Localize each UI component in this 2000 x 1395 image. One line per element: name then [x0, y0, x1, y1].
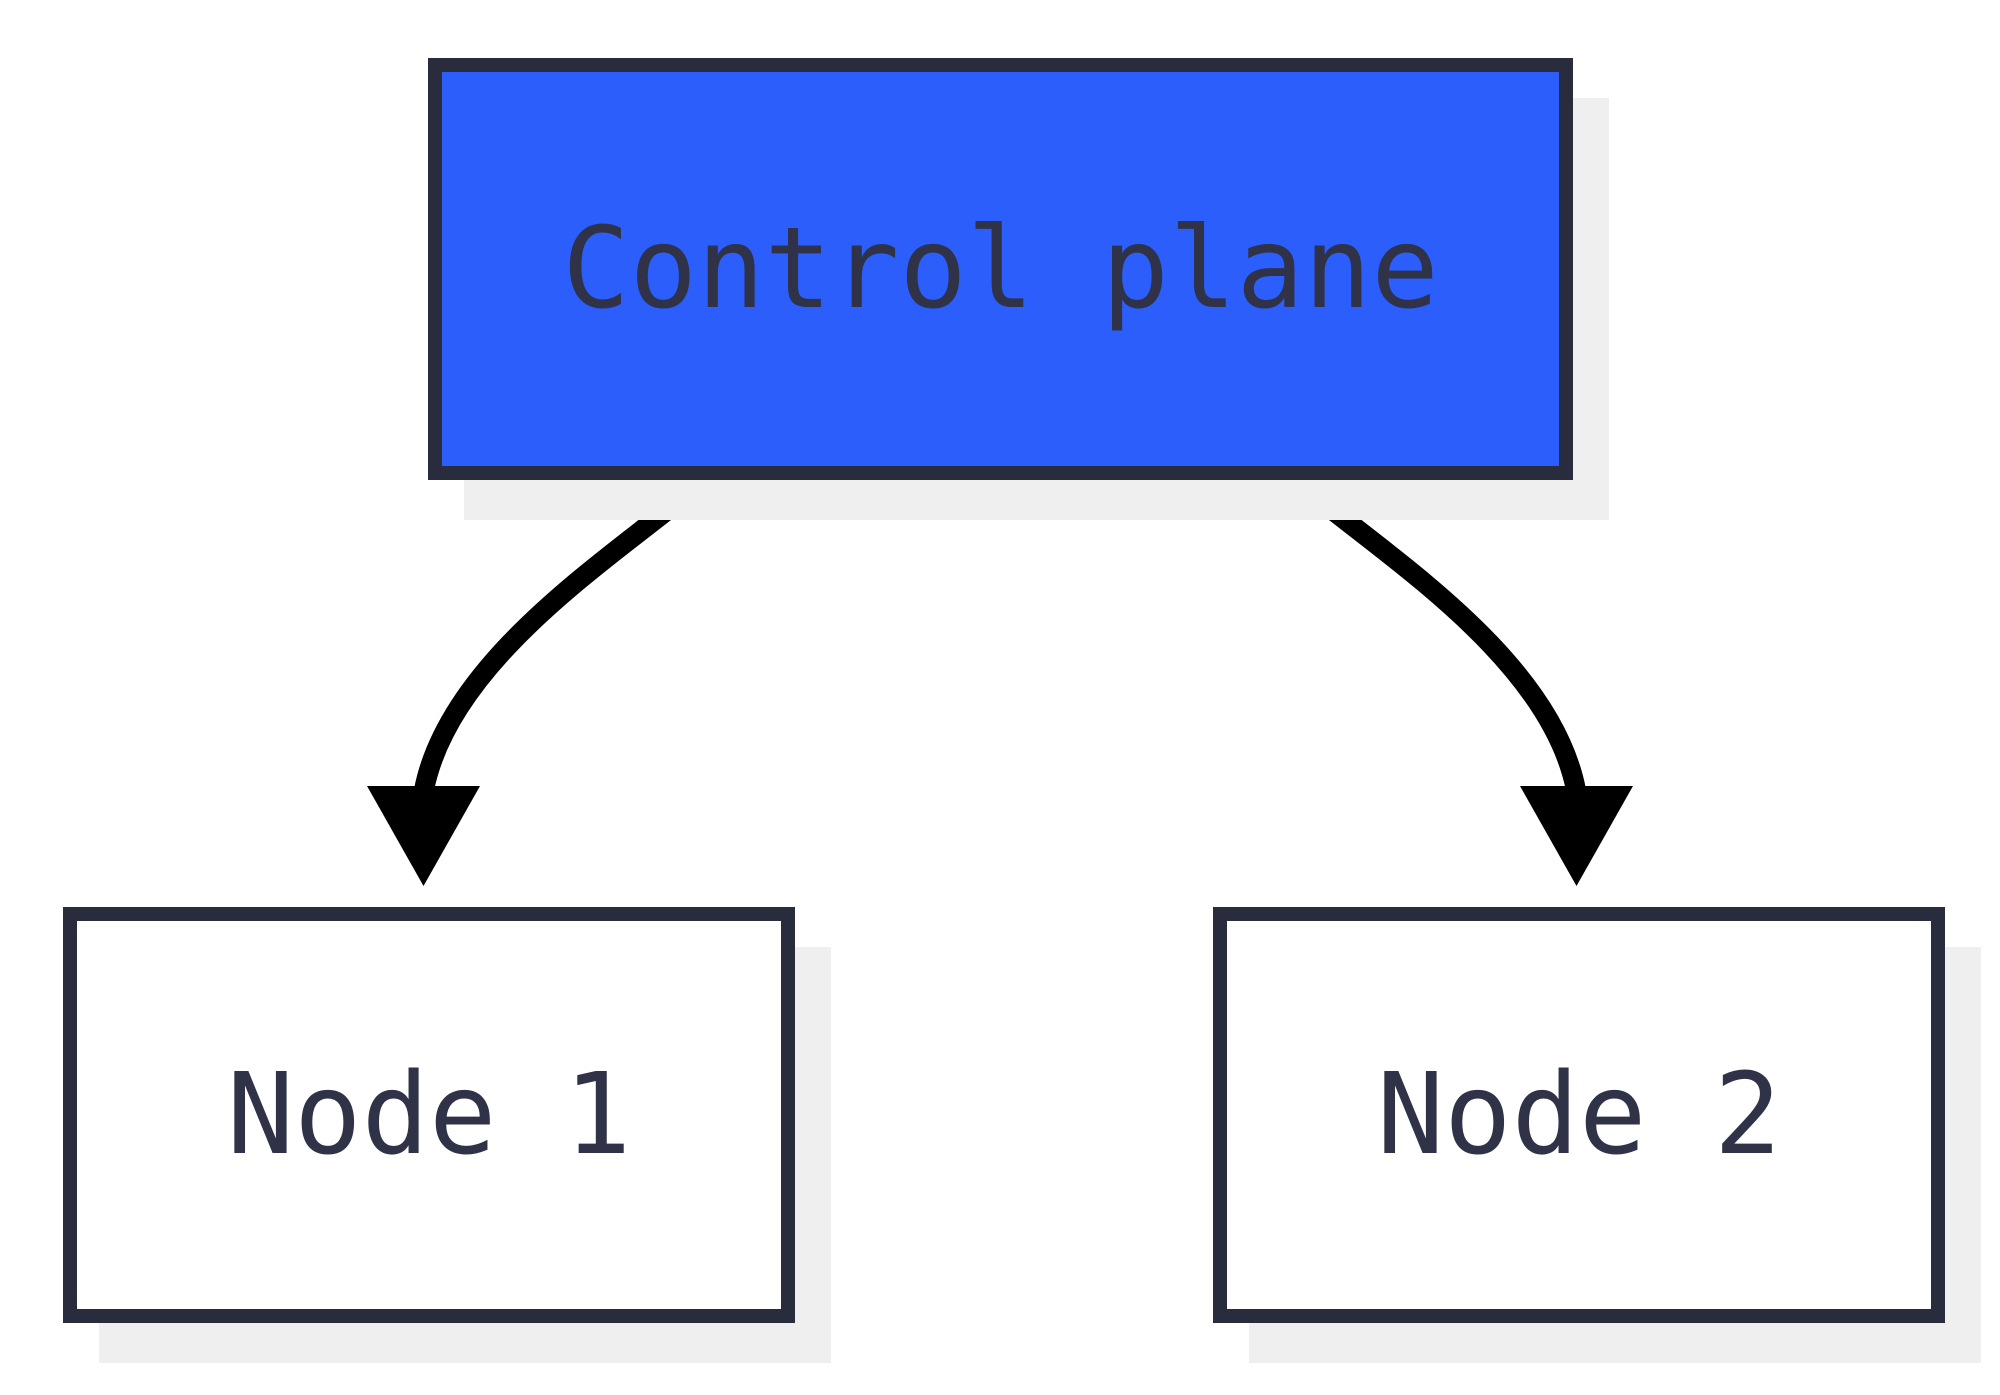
control-plane-node: Control plane [428, 58, 1573, 480]
node-1: Node 1 [63, 907, 795, 1323]
arrow-control-to-node1-line [414, 464, 720, 792]
control-plane-label: Control plane [562, 204, 1439, 334]
arrow-control-to-node2-head [1520, 786, 1633, 886]
node-1-label: Node 1 [226, 1050, 632, 1180]
node-2-label: Node 2 [1376, 1050, 1782, 1180]
arrow-control-to-node1-head [367, 786, 480, 886]
node-2: Node 2 [1213, 907, 1945, 1323]
arrow-control-to-node2-line [1280, 464, 1586, 792]
